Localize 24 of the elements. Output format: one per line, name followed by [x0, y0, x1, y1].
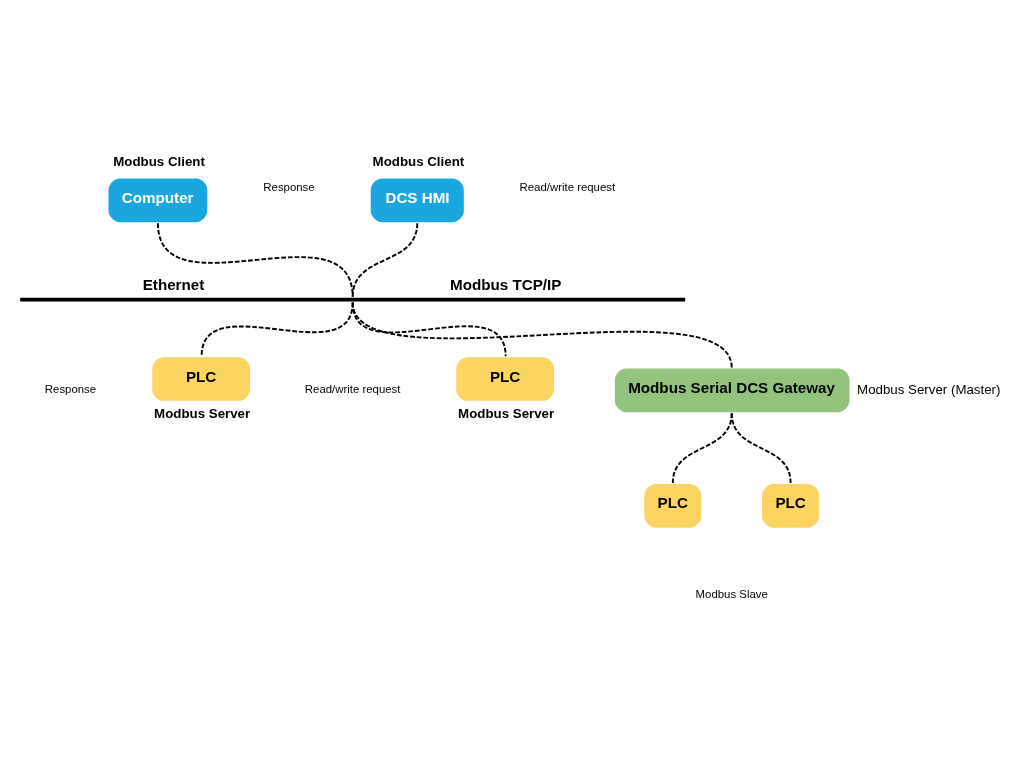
label: Response	[44, 383, 97, 396]
label: Modbus Slave	[695, 588, 768, 601]
node-box: Modbus Serial DCS Gateway	[614, 368, 850, 413]
label: Read/write request	[519, 180, 616, 193]
connector	[156, 222, 354, 298]
node-box: PLC	[762, 483, 820, 528]
node-label: Modbus Server	[458, 406, 555, 422]
connector	[351, 222, 419, 298]
node-box: PLC	[456, 357, 555, 401]
node-box: Computer	[108, 178, 208, 223]
label: Read/write request	[304, 383, 401, 396]
node-box: PLC	[644, 483, 702, 528]
node-box: PLC	[152, 357, 251, 401]
node-label: Modbus Server	[154, 406, 251, 422]
connector	[730, 412, 792, 484]
connector	[351, 301, 733, 369]
node-label: Modbus Client	[372, 154, 465, 170]
node-label: Ethernet	[142, 275, 205, 293]
node-bar	[20, 297, 686, 302]
node-label: Modbus TCP/IP	[450, 275, 562, 293]
node-label: Modbus Client	[113, 154, 205, 170]
node-box: DCS HMI	[370, 178, 464, 223]
node-label: Modbus Server (Master)	[857, 381, 1001, 397]
label: Response	[263, 180, 315, 193]
